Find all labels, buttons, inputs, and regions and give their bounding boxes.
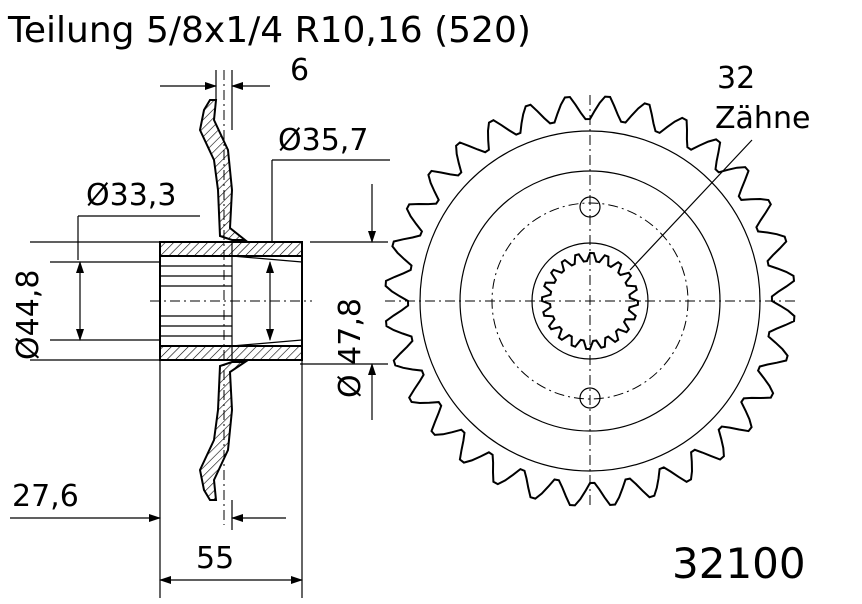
dim-bore-large: Ø35,7 — [278, 123, 368, 158]
bolt-hole-bottom — [579, 387, 601, 409]
dim-length: 55 — [196, 541, 234, 576]
spline-bore — [540, 251, 640, 351]
side-view: 6 Ø35,7 Ø33,3 Ø44,8 Ø 47,8 27,6 — [10, 53, 390, 598]
plate-profile-lower — [198, 361, 249, 501]
dim-outer-left: Ø44,8 — [11, 270, 46, 360]
teeth-leader — [629, 139, 753, 271]
dim-outer-right: Ø 47,8 — [333, 298, 368, 398]
hub-bottom-wall — [159, 345, 303, 361]
teeth-label: Zähne — [715, 101, 810, 136]
dim-width-top: 6 — [290, 53, 309, 88]
drawing-title: Teilung 5/8x1/4 R10,16 (520) — [7, 10, 531, 51]
dim-bore-small: Ø33,3 — [86, 178, 176, 213]
plate-profile — [198, 99, 248, 241]
spline-lines — [160, 265, 232, 337]
teeth-number: 32 — [717, 61, 755, 96]
hub-top-wall — [159, 241, 303, 257]
part-number: 32100 — [672, 539, 806, 588]
dim-offset: 27,6 — [12, 479, 79, 514]
front-view: 32 Zähne — [384, 61, 810, 508]
